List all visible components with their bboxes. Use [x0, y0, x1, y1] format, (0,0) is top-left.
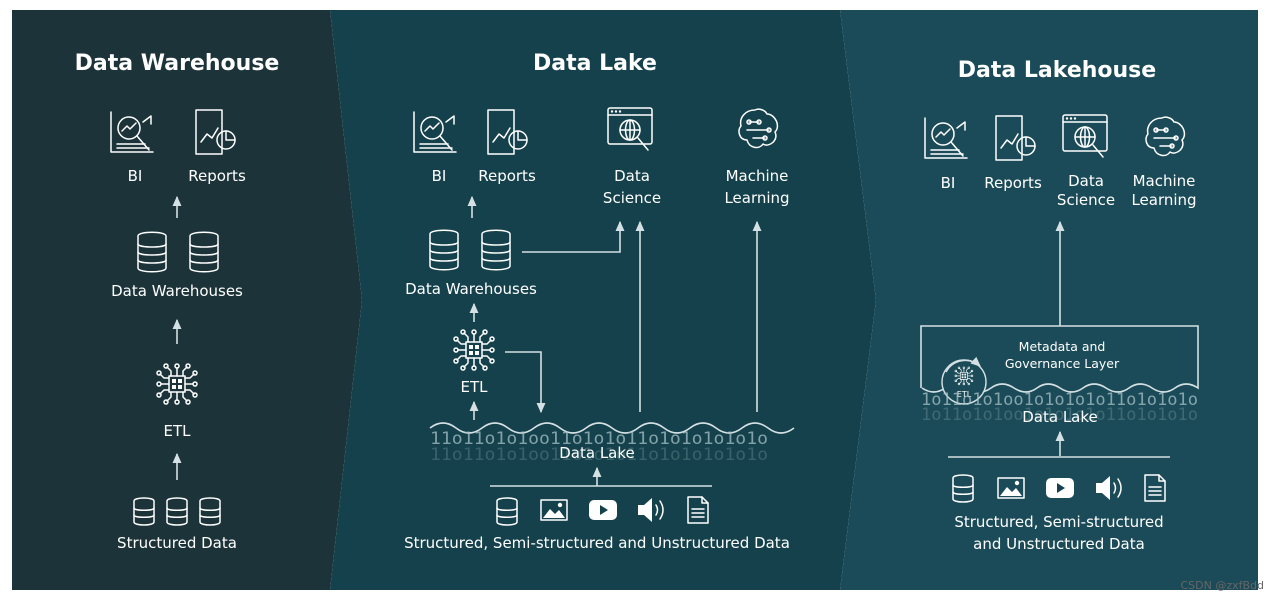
metadata-label-2: Governance Layer: [1005, 356, 1120, 371]
lake-lake-label: Data Lake: [559, 444, 635, 462]
lakehouse-ml-label-1: Machine: [1133, 172, 1196, 190]
etl-cycle-arrow: [945, 356, 981, 373]
lake-ds-label-1: Data: [614, 167, 650, 185]
warehouse-source-label: Structured Data: [117, 534, 237, 552]
lakehouse-bi-label: BI: [941, 174, 956, 192]
panel-data-lake: [330, 10, 876, 590]
lake-arrow-warehouse-to-ds: [522, 220, 625, 253]
lake-binary: 11o11o1o1oo11o1o1o11o1o1o1o1o1o: [430, 429, 768, 449]
warehouse-etl-label: ETL: [164, 422, 192, 440]
warehouse-title: Data Warehouse: [75, 51, 280, 76]
lakehouse-etl-label: ETL: [957, 390, 972, 399]
panel-data-warehouse: [12, 10, 362, 590]
lakehouse-binary: 1o11o1o1oo1o1o1o1o11o1o1o1o: [921, 390, 1198, 410]
lake-ml-label-1: Machine: [726, 167, 789, 185]
lake-bi-label: BI: [432, 167, 447, 185]
lake-ds-label-2: Science: [603, 189, 661, 207]
video-icon: [1046, 478, 1074, 498]
lakehouse-reports-label: Reports: [984, 174, 1042, 192]
lake-title: Data Lake: [533, 51, 657, 76]
lakehouse-binary-reflection: 1o11o1o1oo1o1o1o1o11o1o1o1o: [921, 405, 1198, 425]
lake-storage-label: Data Warehouses: [405, 280, 537, 298]
lakehouse-title: Data Lakehouse: [958, 58, 1156, 83]
watermark: CSDN @zxfBdd: [1180, 579, 1264, 592]
lake-wave: [429, 422, 795, 434]
lake-ml-label-2: Learning: [724, 189, 789, 207]
warehouse-storage-label: Data Warehouses: [111, 282, 243, 300]
lakehouse-ds-label-1: Data: [1068, 172, 1104, 190]
metadata-label-1: Metadata and: [1019, 339, 1106, 354]
lake-etl-label: ETL: [461, 378, 489, 396]
lakehouse-ds-label-2: Science: [1057, 191, 1115, 209]
lakehouse-lake-label: Data Lake: [1022, 408, 1098, 426]
video-icon: [589, 500, 617, 520]
lake-binary-reflection: 11o11o1o1oo11o1o1o11o1o1o1o1o1o: [430, 445, 768, 465]
lake-source-label: Structured, Semi-structured and Unstruct…: [404, 534, 790, 552]
warehouse-reports-label: Reports: [188, 167, 246, 185]
lakehouse-source-label-1: Structured, Semi-structured: [954, 513, 1163, 531]
warehouse-bi-label: BI: [128, 167, 143, 185]
lakehouse-ml-label-2: Learning: [1131, 191, 1196, 209]
lakehouse-source-label-2: and Unstructured Data: [973, 535, 1145, 553]
lake-reports-label: Reports: [478, 167, 536, 185]
panel-data-lakehouse: [840, 10, 1258, 590]
lake-arrow-etl-to-lake: [505, 351, 546, 414]
